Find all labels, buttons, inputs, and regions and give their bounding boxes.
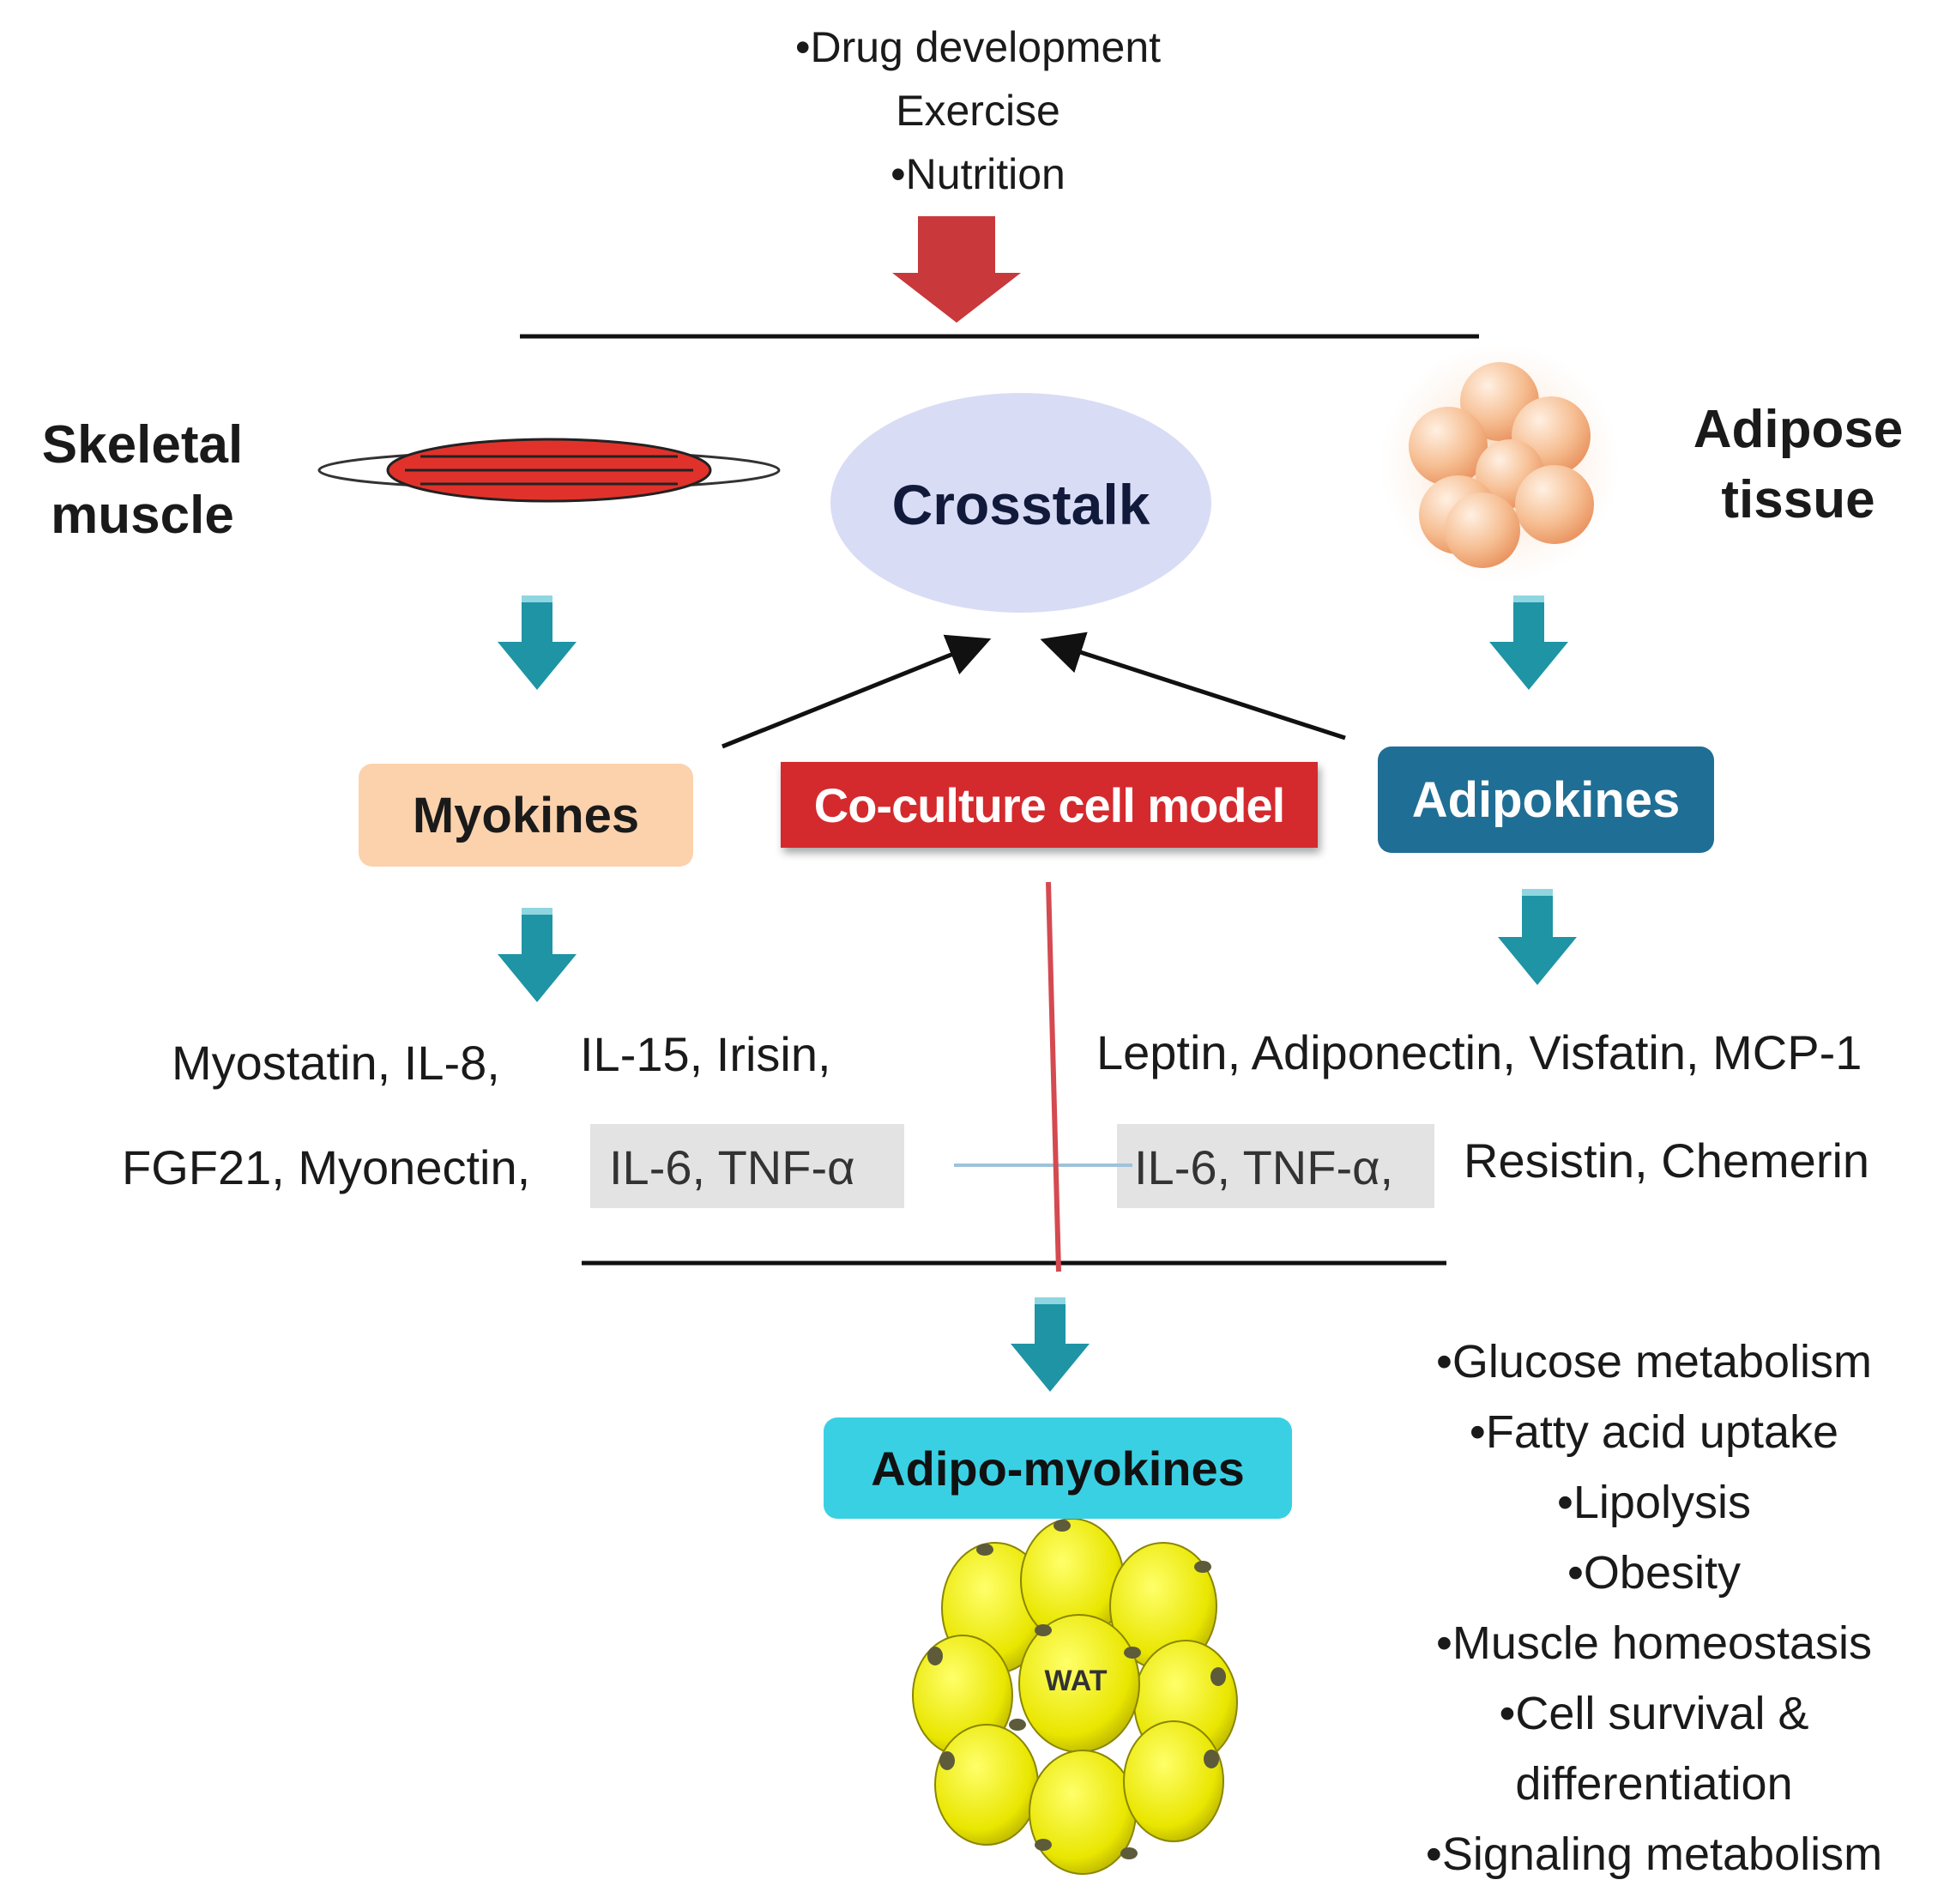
input-down-arrow [892, 216, 1021, 323]
adipose-to-adipokines-arrow [1489, 595, 1568, 690]
adipokines-to-list-arrow [1498, 889, 1577, 985]
outcome-item: differentiation [1515, 1758, 1793, 1810]
wat-adipocyte-cluster [912, 1518, 1238, 1875]
outcome-item: •Fatty acid uptake [1469, 1406, 1839, 1458]
adipokine-list-row2b: Resistin, Chemerin [1464, 1133, 1870, 1188]
wat-nuclei [927, 1520, 1226, 1859]
outcome-item: •Muscle homeostasis [1435, 1617, 1873, 1669]
skeletal-muscle-label-line1: Skeletal [41, 415, 244, 474]
adipose-tissue-label: Adipose tissue [1693, 395, 1904, 535]
outcome-item: •Signaling metabolism [1425, 1828, 1883, 1880]
to-adipo-myokines-arrow [1011, 1297, 1090, 1392]
adipo-myokines-box: Adipo-myokines [824, 1417, 1292, 1519]
outcome-list: •Glucose metabolism •Fatty acid uptake •… [1426, 1327, 1882, 1889]
outcome-item: •Obesity [1567, 1547, 1741, 1599]
myokine-shared-highlight [590, 1124, 904, 1208]
adipose-tissue-icon [1379, 343, 1620, 583]
skeletal-muscle-label-line2: muscle [51, 486, 234, 545]
input-factor-exercise: Exercise [896, 87, 1060, 135]
input-factor-drug-development: •Drug development [794, 23, 1162, 71]
myokine-shared-cytokines: IL-6, TNF-α [609, 1140, 855, 1194]
outcome-item: •Lipolysis [1556, 1477, 1751, 1528]
myokines-box: Myokines [359, 764, 693, 867]
adipose-tissue-label-line2: tissue [1721, 470, 1875, 529]
outcome-item: •Glucose metabolism [1435, 1336, 1873, 1387]
skeletal-muscle-label: Skeletal muscle [42, 410, 243, 551]
input-factor-nutrition: •Nutrition [890, 150, 1066, 198]
myokines-to-list-arrow [498, 908, 577, 1002]
myokine-list-row1b: IL-15, Irisin, [580, 1027, 831, 1081]
adipokine-list-row1: Leptin, Adiponectin, Visfatin, MCP-1 [1096, 1025, 1862, 1079]
coculture-cell-model-box: Co-culture cell model [781, 762, 1318, 848]
adipokines-box: Adipokines [1378, 746, 1714, 853]
myokines-to-crosstalk-arrow [721, 634, 992, 749]
muscle-to-myokines-arrow [498, 595, 577, 690]
coculture-vertical-line [1046, 881, 1061, 1272]
outcome-item: •Cell survival & [1499, 1688, 1809, 1739]
adipose-tissue-label-line1: Adipose [1693, 400, 1904, 459]
crosstalk-ellipse [830, 393, 1211, 613]
myokine-list-row2a: FGF21, Myonectin, [122, 1140, 531, 1194]
skeletal-muscle-icon [317, 438, 781, 503]
wat-label: WAT [1044, 1665, 1108, 1697]
myokine-list-row1a: Myostatin, IL-8, [172, 1036, 500, 1090]
adipokine-shared-highlight [1117, 1124, 1434, 1208]
adipokines-to-crosstalk-arrow [1040, 632, 1346, 740]
crosstalk-label: Crosstalk [891, 473, 1150, 536]
adipokine-shared-cytokines: IL-6, TNF-α, [1134, 1140, 1394, 1194]
